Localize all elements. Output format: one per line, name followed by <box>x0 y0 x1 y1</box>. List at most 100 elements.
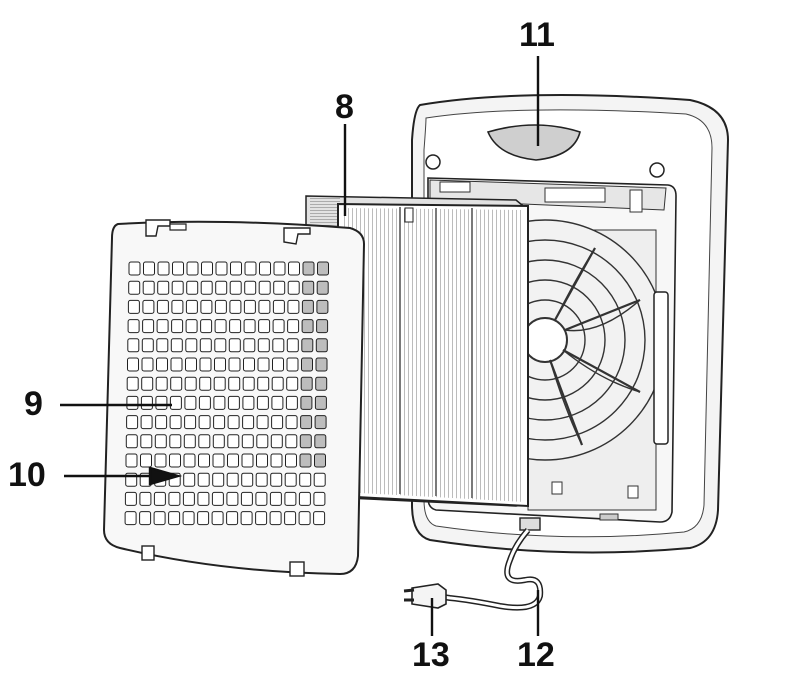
grille-cell <box>302 261 315 276</box>
grille-cell <box>240 511 253 526</box>
grille-cell <box>169 434 182 449</box>
grille-cell <box>256 453 268 468</box>
grille-cell <box>299 472 312 487</box>
grille-cell <box>168 511 181 526</box>
grille-cell <box>197 511 210 526</box>
grille-cell <box>226 472 239 487</box>
grille-cell <box>271 415 284 430</box>
grille-cell <box>185 319 198 334</box>
grille-cell <box>182 491 195 506</box>
grille-cell <box>140 453 152 468</box>
grille-cell <box>125 434 138 449</box>
grille-cell <box>140 415 153 430</box>
rear-panel <box>102 219 366 577</box>
grille-cell <box>185 299 198 314</box>
grille-cell <box>244 261 257 276</box>
grille-cell <box>302 280 315 295</box>
grille-cell <box>169 453 181 468</box>
grille-cell <box>287 299 300 314</box>
grille-cell <box>127 338 140 353</box>
grille-cell <box>124 511 137 526</box>
grille-cell <box>244 280 257 295</box>
grille-cell <box>286 357 299 372</box>
grille-cell <box>242 415 255 430</box>
grille-cell <box>271 395 284 410</box>
grille-cell <box>272 299 285 314</box>
grille-cell <box>242 376 255 391</box>
grille-cell <box>272 319 285 334</box>
grille-cell <box>228 376 241 391</box>
grille-cell <box>270 472 283 487</box>
grille-cell <box>272 338 285 353</box>
grille-cell <box>227 434 240 449</box>
grille-cell <box>287 319 300 334</box>
grille-cell <box>230 261 242 276</box>
grille-cell <box>214 319 227 334</box>
grille-cell <box>285 415 298 430</box>
grille-cell <box>272 357 284 372</box>
grille-cell <box>154 453 167 468</box>
grille-cell <box>228 338 241 353</box>
grille-cell <box>300 395 313 410</box>
grille-cell <box>258 319 271 334</box>
grille-cell <box>271 376 284 391</box>
grille-cell <box>140 434 153 449</box>
grille-cell <box>228 357 241 372</box>
grille-cell <box>197 472 210 487</box>
grille-cell <box>200 280 213 295</box>
grille-cell <box>171 280 184 295</box>
grille-cell <box>273 261 286 276</box>
callout-13: 13 <box>412 636 450 674</box>
grille-cell <box>213 376 226 391</box>
grille-cell <box>299 434 312 449</box>
grille-cell <box>314 415 327 430</box>
grille-cell <box>142 299 155 314</box>
grille-cell <box>257 338 270 353</box>
grille-cell <box>169 395 182 410</box>
grille-cell <box>127 319 140 334</box>
grille-cell <box>215 280 228 295</box>
callout-12: 12 <box>517 636 555 674</box>
grille-cell <box>288 261 300 276</box>
callout-9: 9 <box>24 385 43 423</box>
grille-cell <box>170 357 183 372</box>
grille-cell <box>227 395 240 410</box>
grille-cell <box>125 453 138 468</box>
grille-cell <box>299 453 312 468</box>
grille-cell <box>300 376 313 391</box>
grille-cell <box>171 319 184 334</box>
grille-cell <box>255 491 268 506</box>
grille-cell <box>257 376 270 391</box>
grille-cell <box>142 280 155 295</box>
grille-cell <box>156 338 169 353</box>
grille-cell <box>215 261 228 276</box>
grille-cell <box>213 395 226 410</box>
callout-8: 8 <box>335 88 354 126</box>
grille-cell <box>315 357 328 372</box>
grille-cell <box>316 319 329 334</box>
grille-cell <box>183 434 196 449</box>
grille-cell <box>256 395 269 410</box>
grille-cell <box>198 415 211 430</box>
grille-cell <box>257 357 270 372</box>
grille-cell <box>197 491 210 506</box>
grille-cell <box>298 491 311 506</box>
grille-cell <box>185 357 197 372</box>
grille-cell <box>171 299 184 314</box>
grille-cell <box>183 472 196 487</box>
grille-cell <box>227 453 239 468</box>
grille-cell <box>153 511 166 526</box>
callout-11: 11 <box>519 16 555 54</box>
grille-cell <box>313 472 326 487</box>
grille-cell <box>139 511 152 526</box>
grille-cell <box>313 491 326 506</box>
grille-cell <box>186 261 199 276</box>
grille-cell <box>270 453 283 468</box>
grille-cell <box>241 472 254 487</box>
grille-cell <box>211 511 224 526</box>
grille-cell <box>170 376 183 391</box>
grille-cell <box>186 280 199 295</box>
handle-icon <box>486 124 581 161</box>
grille-cell <box>285 453 297 468</box>
grille-cell <box>212 434 225 449</box>
